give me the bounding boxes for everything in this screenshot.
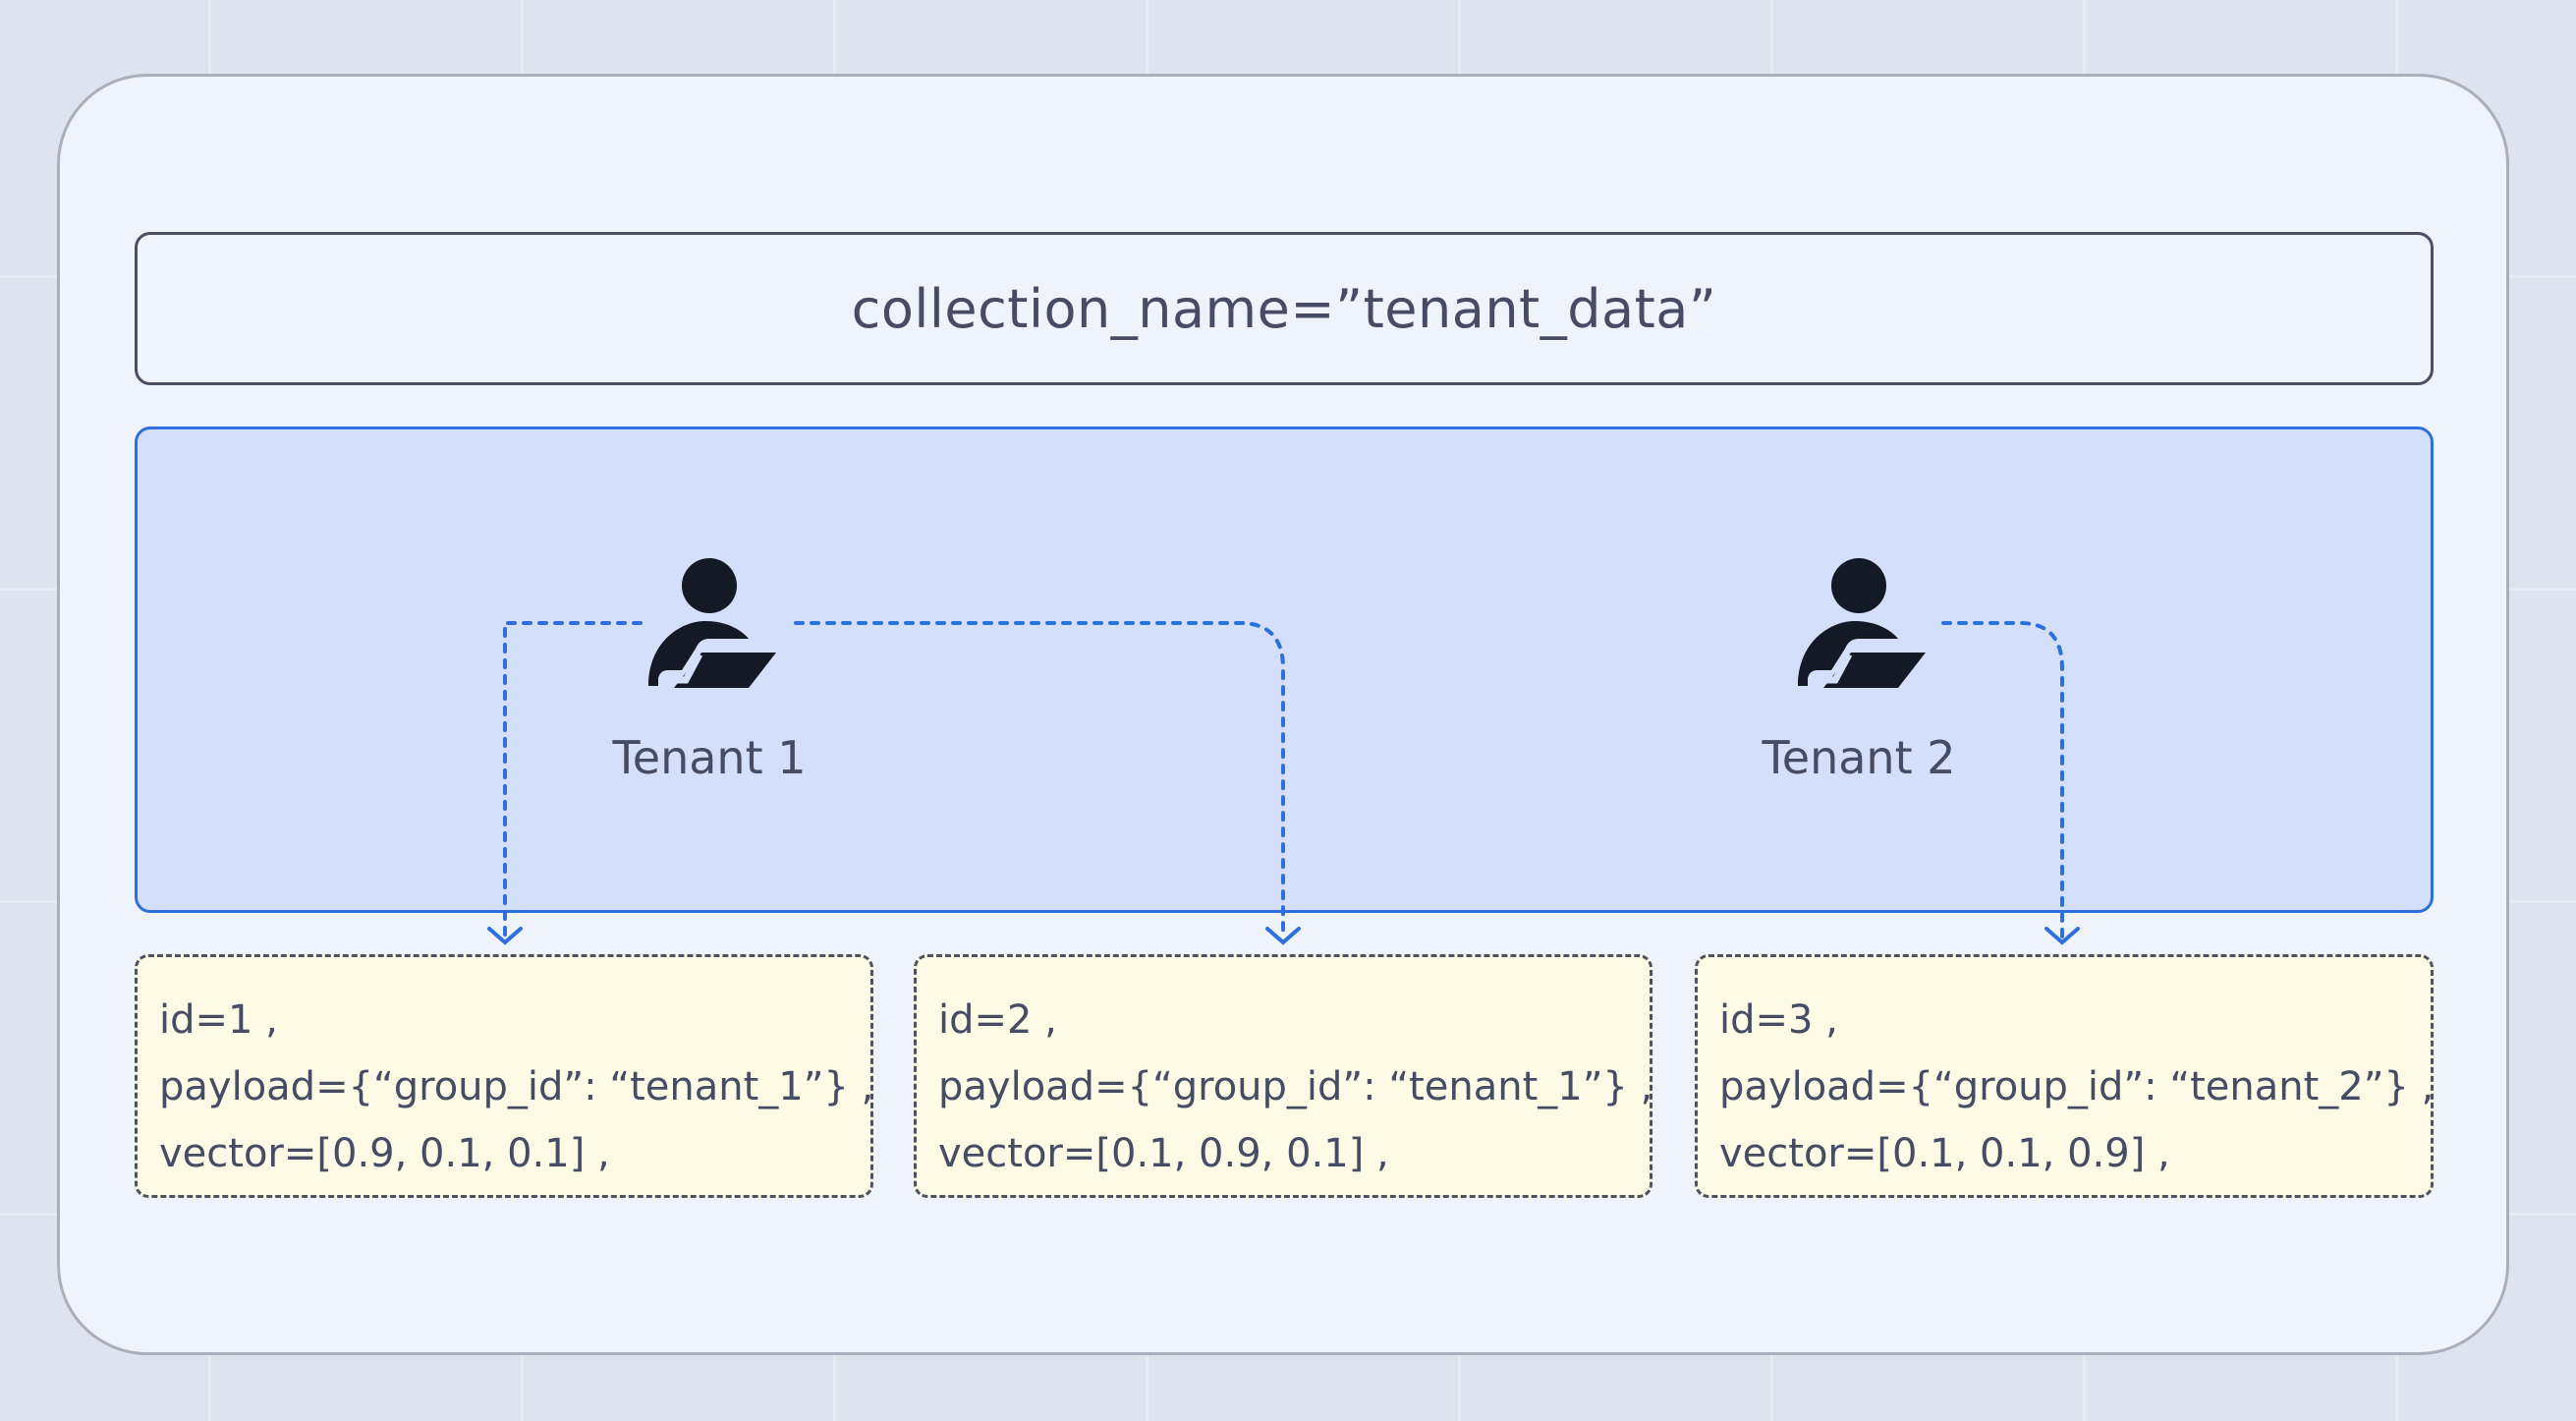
record-vector: vector=[0.9, 0.1, 0.1] , <box>159 1131 610 1176</box>
user-laptop-icon <box>648 558 776 688</box>
record-id: id=2 , <box>938 997 1057 1043</box>
collection-box: collection_name=”tenant_data” <box>135 232 2434 385</box>
record-card: id=3 , payload={“group_id”: “tenant_2”} … <box>1695 954 2434 1198</box>
record-payload: payload={“group_id”: “tenant_2”} , <box>1719 1064 2435 1109</box>
record-payload: payload={“group_id”: “tenant_1”} , <box>938 1064 1653 1109</box>
record-vector: vector=[0.1, 0.1, 0.9] , <box>1719 1131 2170 1176</box>
record-card: id=2 , payload={“group_id”: “tenant_1”} … <box>914 954 1652 1198</box>
tenant-2-label: Tenant 2 <box>1762 731 1956 784</box>
record-id: id=3 , <box>1719 997 1838 1043</box>
tenant-area <box>135 426 2434 913</box>
record-vector: vector=[0.1, 0.9, 0.1] , <box>938 1131 1389 1176</box>
tenant-1-label: Tenant 1 <box>612 731 807 784</box>
record-card: id=1 , payload={“group_id”: “tenant_1”} … <box>135 954 873 1198</box>
record-payload: payload={“group_id”: “tenant_1”} , <box>159 1064 874 1109</box>
collection-name-label: collection_name=”tenant_data” <box>851 277 1717 340</box>
user-laptop-icon <box>1798 558 1926 688</box>
record-id: id=1 , <box>159 997 278 1043</box>
